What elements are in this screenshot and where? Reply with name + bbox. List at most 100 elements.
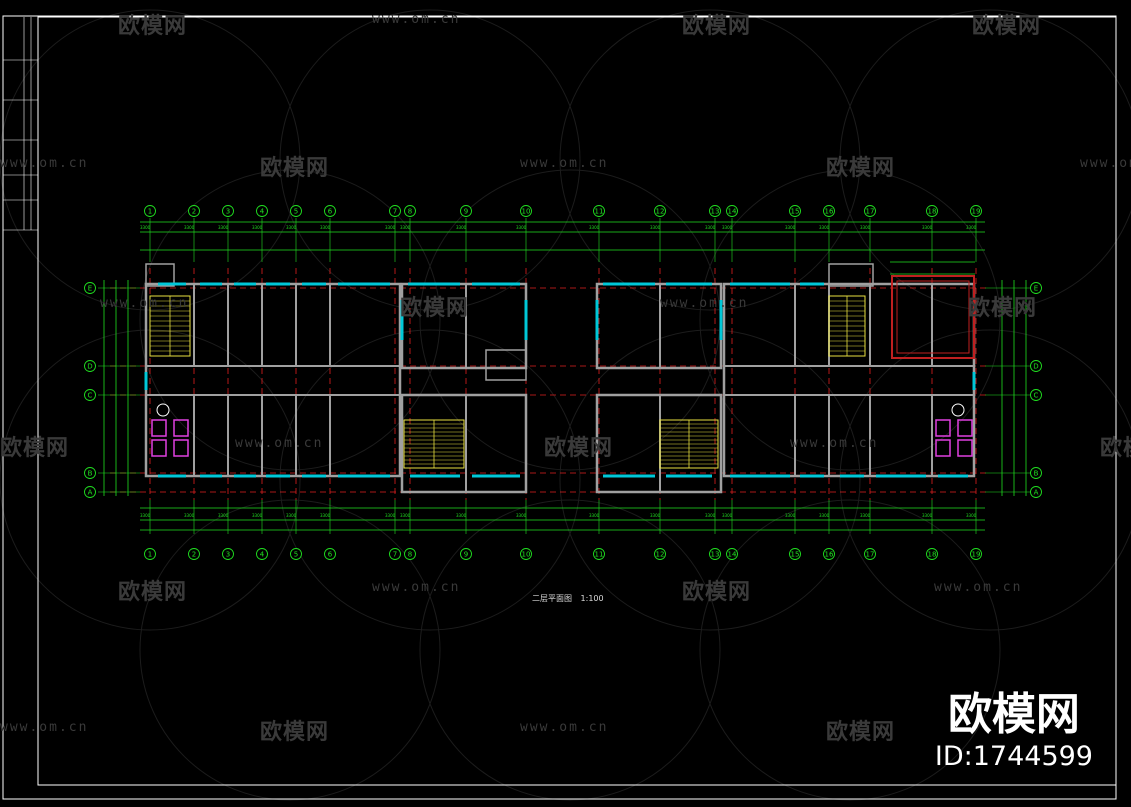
axis-bubble — [256, 548, 268, 560]
axis-bubble-label: 6 — [328, 551, 333, 559]
axis-bubble-label: 10 — [522, 551, 531, 559]
watermark-brand-text: 欧模网 — [118, 14, 188, 39]
axis-bubble — [726, 548, 738, 560]
wall-middle-left-bottom — [400, 393, 528, 494]
watermark-brand-text: 欧模网 — [260, 720, 330, 745]
axis-bubble — [593, 548, 605, 560]
axis-bubble — [654, 205, 666, 217]
axis-bubble — [1030, 467, 1042, 479]
axis-bubble-label: 7 — [393, 551, 397, 559]
watermark-url-text: www.om.cn — [520, 720, 609, 735]
watermark-arc — [839, 329, 1131, 631]
axis-bubble-label: 19 — [972, 208, 981, 216]
dimension-label: 3300 — [922, 513, 933, 518]
axis-bubble-label: 4 — [260, 551, 265, 559]
brand-watermark: 欧模网 ID:1744599 — [935, 689, 1093, 773]
watermark-arc — [559, 9, 861, 311]
axis-bubble-label: 17 — [866, 551, 875, 559]
watermark-brand-text: 欧模网 — [1100, 436, 1131, 461]
wall-annex-inner — [896, 280, 970, 354]
watermark-arc — [839, 9, 1131, 311]
axis-bubble — [460, 548, 472, 560]
axis-bubble — [789, 548, 801, 560]
axis-bubble-label: 13 — [711, 551, 720, 559]
watermark-brand-text: 欧模网 — [968, 296, 1038, 321]
axis-bubble — [84, 282, 96, 294]
watermark-brand-text: 欧模网 — [260, 156, 330, 181]
axis-bubble — [654, 548, 666, 560]
axis-bubble — [389, 205, 401, 217]
axis-bubble — [84, 486, 96, 498]
dimension-label: 3300 — [860, 225, 871, 230]
watermark-url-text: www.om.cn — [934, 580, 1023, 595]
axis-bubble-label: 8 — [408, 208, 412, 216]
dimension-label: 3300 — [589, 225, 600, 230]
dimension-label: 3300 — [722, 225, 733, 230]
wall-roof-hatch — [828, 263, 874, 287]
watermark-arc — [559, 329, 861, 631]
dimension-label: 3300 — [722, 513, 733, 518]
axis-bubble-label: 16 — [825, 208, 834, 216]
dimension-label: 3300 — [286, 513, 297, 518]
watermark-brand-text: 欧模网 — [544, 436, 614, 461]
axis-lines — [110, 268, 990, 500]
watermark-url-text: www.om.cn — [372, 12, 461, 27]
watermark-arc — [139, 169, 441, 471]
watermark-brand-text: 欧模网 — [118, 580, 188, 605]
watermark-url-text: www.om.cn — [0, 156, 89, 171]
axis-bubble — [1030, 486, 1042, 498]
toilet-stall — [957, 439, 973, 457]
dimension-label: 3300 — [320, 225, 331, 230]
axis-bubble — [520, 548, 532, 560]
toilet-stall — [151, 439, 167, 457]
axis-bubble-label: B — [1034, 470, 1039, 478]
watermark-brand-text: 欧模网 — [826, 156, 896, 181]
axis-bubble-label: 2 — [192, 551, 196, 559]
axis-bubble — [188, 205, 200, 217]
axis-bubble-label: 17 — [866, 208, 875, 216]
dimension-label: 3300 — [140, 513, 151, 518]
dimension-label: 3300 — [785, 513, 796, 518]
axis-bubble-label: 8 — [408, 551, 412, 559]
watermark-brand-text: 欧模网 — [0, 436, 70, 461]
axis-bubble-label: 5 — [294, 551, 298, 559]
dimension-label: 3300 — [400, 513, 411, 518]
axis-bubble — [144, 548, 156, 560]
axis-bubble-label: 3 — [226, 208, 230, 216]
axis-bubble — [389, 548, 401, 560]
watermark-arc — [699, 499, 1001, 801]
watermark-arc — [279, 9, 581, 311]
axis-bubble-label: 12 — [656, 208, 665, 216]
axis-bubble — [256, 205, 268, 217]
axis-bubble — [404, 548, 416, 560]
axis-bubble-label: A — [1034, 489, 1039, 497]
dimension-label: 3300 — [456, 225, 467, 230]
toilet-stall — [151, 419, 167, 437]
axis-bubble — [144, 205, 156, 217]
axis-bubble-label: E — [88, 285, 92, 293]
axis-bubble-label: 1 — [148, 208, 152, 216]
axis-bubbles: 1122334455667788991010111112121313141415… — [84, 205, 1042, 560]
axis-bubble-label: D — [1033, 363, 1038, 371]
axis-bubble-label: 16 — [825, 551, 834, 559]
dimension-label: 3300 — [184, 225, 195, 230]
axis-bubble-label: 3 — [226, 551, 230, 559]
axis-bubble — [823, 205, 835, 217]
axis-bubble-label: C — [88, 392, 93, 400]
drawing-title-text: 二层平面图 — [532, 594, 572, 603]
axis-bubble-label: 19 — [972, 551, 981, 559]
axis-bubble — [1030, 360, 1042, 372]
drawing-title: 二层平面图 1:100 — [532, 593, 604, 604]
dimension-label: 3300 — [516, 225, 527, 230]
washbasin — [951, 403, 965, 417]
axis-bubble — [520, 205, 532, 217]
axis-bubble — [926, 548, 938, 560]
toilet-stall — [173, 439, 189, 457]
sanitary-fixtures — [151, 403, 973, 457]
axis-bubble-label: 14 — [728, 208, 737, 216]
watermark-arc — [699, 169, 1001, 471]
dimension-lines: 3300 3300 3300 3300 3300 3300 3300 3300 3300 3300… — [98, 218, 1032, 534]
watermark-url-text: www.om.cn — [235, 436, 324, 451]
axis-bubble — [926, 205, 938, 217]
dimension-label: 3300 — [819, 225, 830, 230]
